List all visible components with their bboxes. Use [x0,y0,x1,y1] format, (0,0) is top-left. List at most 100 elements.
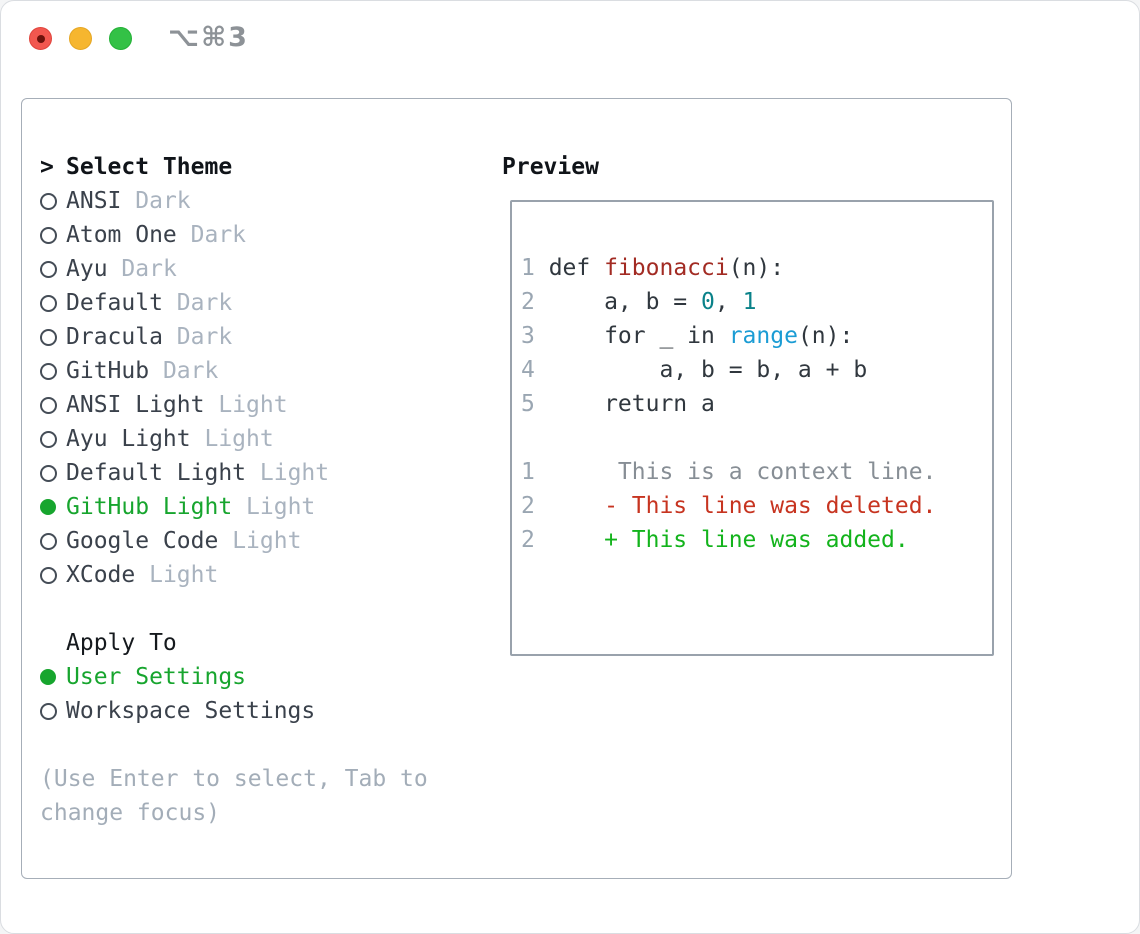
theme-option-ansi-light[interactable]: ANSI Light Light [40,388,428,422]
code-line: 4 a, b = b, a + b [521,353,992,387]
theme-option-default-dark[interactable]: Default Dark [40,286,428,320]
radio-unselected-icon [40,328,57,346]
theme-name: ANSI [66,188,122,214]
minimize-button[interactable] [69,27,92,50]
preview-title: Preview [502,154,599,180]
spacer [232,490,246,524]
spacer [177,218,191,252]
spacer [191,422,205,456]
radio-unselected-icon [40,260,57,278]
select-theme-header: > Select Theme [40,150,428,184]
bullet-column [40,464,66,482]
blank-row [40,592,428,626]
theme-name: Atom One [66,222,177,248]
theme-variant-tag: Light [149,562,219,588]
close-dot-icon [36,34,45,43]
spacer [108,252,122,286]
bullet-column [40,328,66,346]
theme-variant-tag: Light [204,426,274,452]
bullet-column [40,294,66,312]
theme-variant-tag: Dark [176,290,233,316]
theme-variant-tag: Light [246,494,316,520]
code-token: fibonacci [604,255,729,281]
prompt-icon: > [40,154,54,180]
theme-variant-tag: Dark [190,222,247,248]
traffic-lights [29,27,132,50]
bullet-column [40,430,66,448]
code-token: 1 [742,289,757,315]
radio-unselected-icon [40,532,57,550]
apply-option-workspace-settings[interactable]: Workspace Settings [40,694,428,728]
radio-unselected-icon [40,396,57,414]
theme-name: GitHub Light [66,494,233,520]
theme-option-atom-one-dark[interactable]: Atom One Dark [40,218,428,252]
code-token: , [714,289,743,315]
code-token: 0 [701,289,715,315]
radio-unselected-icon [40,192,57,210]
theme-option-github-dark[interactable]: GitHub Dark [40,354,428,388]
radio-unselected-icon [40,294,57,312]
theme-option-ansi-dark[interactable]: ANSI Dark [40,184,428,218]
radio-unselected-icon [40,464,57,482]
radio-selected-icon [40,499,56,515]
theme-option-ayu-light[interactable]: Ayu Light Light [40,422,428,456]
bullet-column [40,702,66,720]
apply-option-user-settings[interactable]: User Settings [40,660,428,694]
select-theme-title: Select Theme [66,154,233,180]
bullet-column [40,396,66,414]
line-number: 2 [521,289,535,315]
theme-option-google-code[interactable]: Google Code Light [40,524,428,558]
radio-selected-icon [40,669,56,685]
theme-name: XCode [66,562,136,588]
spacer [246,456,260,490]
code-line: 5 return a [521,387,992,421]
radio-unselected-icon [40,430,57,448]
code-token: return a [548,391,715,417]
theme-option-github-light[interactable]: GitHub Light Light [40,490,428,524]
theme-variant-tag: Dark [121,256,177,282]
theme-list: > Select Theme ANSI Dark Atom One Dark A… [40,150,428,830]
theme-name: Default [66,290,163,316]
diff-context-line: 1 This is a context line. [521,455,992,489]
theme-name: Ayu [66,256,108,282]
diff-added-line: 2 + This line was added. [521,523,992,557]
bullet-column [40,566,66,584]
spacer [163,320,177,354]
window-title: ⌥⌘3 [168,22,249,53]
line-number: 1 [521,459,535,485]
code-token: (n): [728,255,785,281]
line-number: 2 [521,527,535,553]
theme-option-default-light[interactable]: Default Light Light [40,456,428,490]
theme-dialog-panel: > Select Theme ANSI Dark Atom One Dark A… [21,98,1012,879]
spacer [121,184,135,218]
theme-option-dracula-dark[interactable]: Dracula Dark [40,320,428,354]
code-token: range [728,323,798,349]
line-number: 5 [521,391,535,417]
bullet-column [40,192,66,210]
theme-name: ANSI Light [66,392,205,418]
keyboard-hint-line-1: (Use Enter to select, Tab to [40,766,428,792]
bullet-column [40,362,66,380]
theme-option-ayu-dark[interactable]: Ayu Dark [40,252,428,286]
bullet-column [40,226,66,244]
theme-variant-tag: Light [232,528,302,554]
theme-name: GitHub [66,358,150,384]
spacer [204,388,218,422]
code-token: a, b = [548,289,702,315]
maximize-button[interactable] [109,27,132,50]
line-number: 1 [521,255,535,281]
radio-unselected-icon [40,226,57,244]
bullet-column [40,532,66,550]
blank-row [40,728,428,762]
close-button[interactable] [29,27,52,50]
theme-option-xcode[interactable]: XCode Light [40,558,428,592]
theme-name: Google Code [66,528,219,554]
code-line: 3 for _ in range(n): [521,319,992,353]
diff-text: + This line was added. [548,527,909,553]
theme-variant-tag: Dark [176,324,233,350]
spacer [163,286,177,320]
apply-option-label: Workspace Settings [66,698,316,724]
theme-name: Dracula [66,324,163,350]
